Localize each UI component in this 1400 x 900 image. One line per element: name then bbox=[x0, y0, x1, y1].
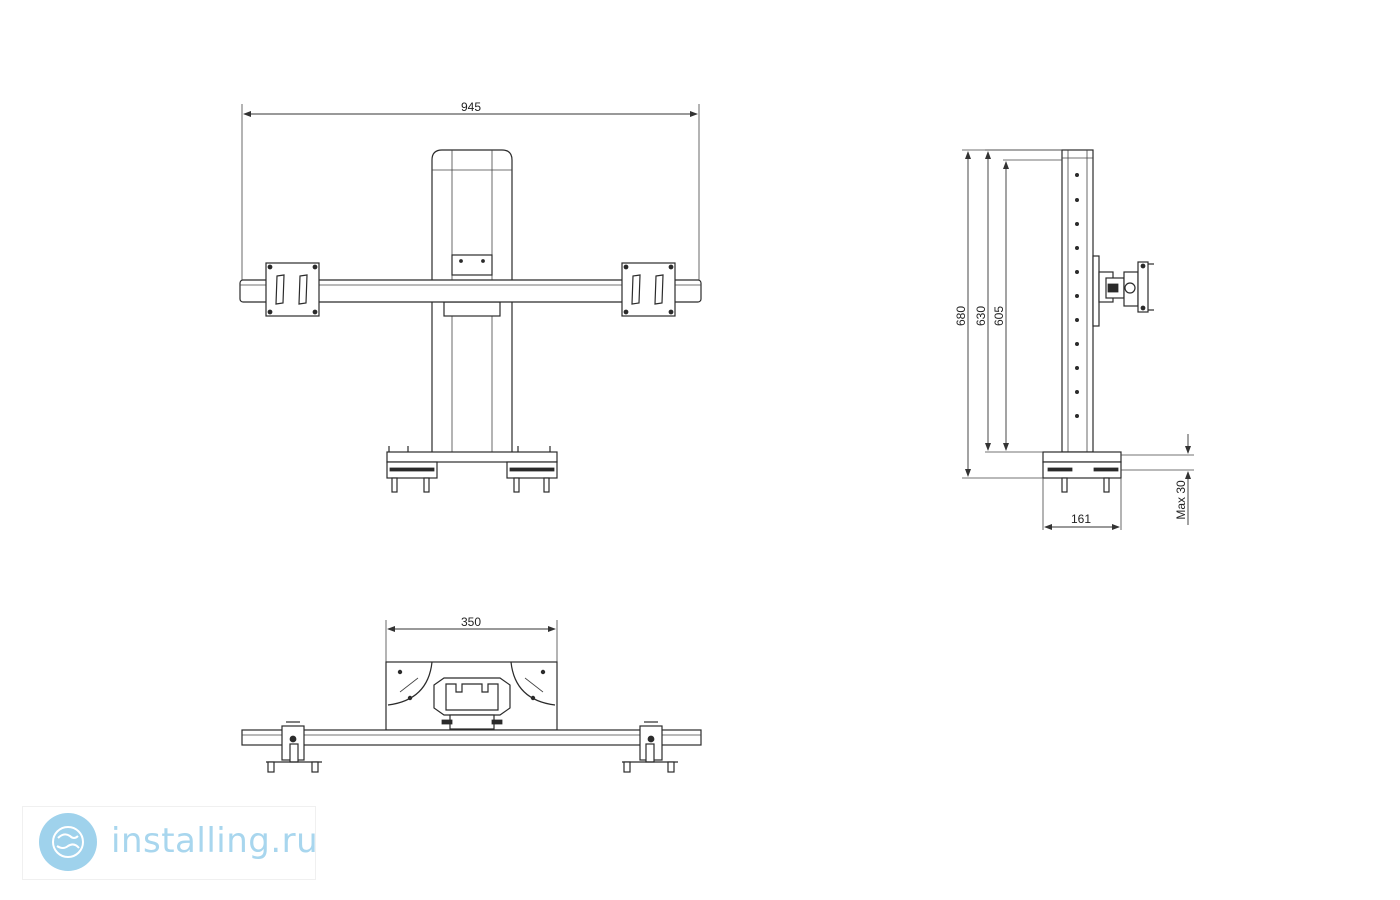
watermark: installing.ru bbox=[22, 806, 319, 880]
vesa-plate-left bbox=[265, 262, 320, 317]
side-mount-head bbox=[1092, 255, 1154, 327]
top-arm-right bbox=[622, 721, 678, 773]
dim-clamp-max: Max 30 bbox=[1121, 434, 1194, 525]
base-clamps bbox=[386, 446, 558, 493]
dim-630-label: 630 bbox=[974, 306, 988, 326]
top-column-section bbox=[433, 677, 511, 730]
side-base-clamp bbox=[1042, 451, 1122, 493]
side-column bbox=[1061, 149, 1094, 453]
watermark-site-label: installing.ru bbox=[111, 821, 319, 861]
dim-945-label: 945 bbox=[461, 100, 481, 114]
dim-max30-label: Max 30 bbox=[1174, 480, 1188, 520]
dim-top-span: 350 bbox=[385, 615, 558, 662]
dim-front-width: 945 bbox=[241, 100, 700, 280]
side-view: 680 630 605 161 Max 30 bbox=[954, 149, 1194, 530]
top-crossbar bbox=[241, 729, 702, 746]
dim-350-label: 350 bbox=[461, 615, 481, 629]
vesa-plate-right bbox=[621, 262, 676, 317]
dim-605-label: 605 bbox=[992, 306, 1006, 326]
dim-heights: 680 630 605 bbox=[954, 149, 1062, 479]
top-view: 350 bbox=[241, 615, 702, 773]
dim-161-label: 161 bbox=[1071, 512, 1091, 526]
dim-680-label: 680 bbox=[954, 306, 968, 326]
column-holes bbox=[1075, 172, 1080, 418]
front-view: 945 bbox=[239, 100, 702, 493]
globe-logo-icon bbox=[39, 813, 97, 871]
column bbox=[431, 149, 513, 461]
dim-base-depth: 161 bbox=[1042, 478, 1122, 530]
top-arm-left bbox=[266, 721, 322, 773]
